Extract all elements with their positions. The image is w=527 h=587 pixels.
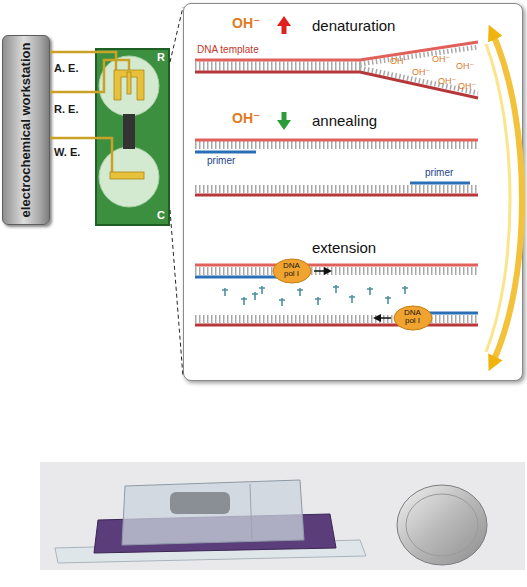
dna-strand <box>195 139 478 142</box>
reference-electrode <box>127 72 131 94</box>
counter-electrode <box>114 70 144 100</box>
ion-label: OH⁻ <box>456 62 474 72</box>
new-strand <box>195 276 282 279</box>
primer-label: primer <box>207 155 235 166</box>
node-text: denaturation <box>312 18 395 35</box>
ion-label: OH⁻ <box>438 77 456 87</box>
terminal-label: A. E. <box>54 62 78 74</box>
ion-label: OH⁻ <box>412 68 430 78</box>
node-text: DNA pol I <box>279 262 305 280</box>
pdms-block <box>122 480 304 545</box>
electrode-wire <box>50 91 95 94</box>
dna-strand <box>195 324 478 327</box>
zoom-line <box>170 7 183 62</box>
node-text: C <box>157 209 165 221</box>
photo-background <box>40 462 525 570</box>
ion-label: OH⁻ <box>232 111 260 126</box>
dna-strand <box>195 264 478 267</box>
ion-label: OH⁻ <box>232 16 260 31</box>
node-text: annealing <box>312 113 377 130</box>
strand-label: DNA template <box>197 44 259 55</box>
terminal-label: R. E. <box>54 103 78 115</box>
ion-label: OH⁻ <box>390 57 408 67</box>
ion-label: OH⁻ <box>432 55 450 65</box>
electrode-wire <box>50 51 95 54</box>
node-text: electrochemical workstation <box>19 43 33 218</box>
polymerase: DNA pol I <box>272 258 312 284</box>
node-text: DNA pol I <box>400 309 426 327</box>
ellipse-shape <box>394 306 432 330</box>
direction-arrow <box>314 270 328 272</box>
node-text: extension <box>312 240 376 257</box>
ion-label: OH⁻ <box>458 82 476 92</box>
ellipse-shape <box>273 259 311 283</box>
channel <box>123 114 135 149</box>
coin-rim <box>406 494 478 556</box>
primer-label: primer <box>425 167 453 178</box>
metal-contact <box>170 492 230 514</box>
block-edge <box>250 484 252 540</box>
primer-strand <box>195 151 256 154</box>
polymerase: DNA pol I <box>393 305 433 331</box>
device-photo <box>40 462 525 570</box>
instrument-box: electrochemical workstation <box>2 35 50 225</box>
zoom-line <box>170 210 183 377</box>
coin <box>397 485 487 565</box>
direction-arrow <box>377 317 391 319</box>
electrode-wire <box>50 137 95 140</box>
terminal-label: W. E. <box>54 146 80 158</box>
dna-strand <box>195 194 478 197</box>
reservoir <box>99 147 159 207</box>
working-electrode <box>110 172 144 179</box>
node-text: R <box>157 51 165 63</box>
primer-strand <box>410 182 470 185</box>
